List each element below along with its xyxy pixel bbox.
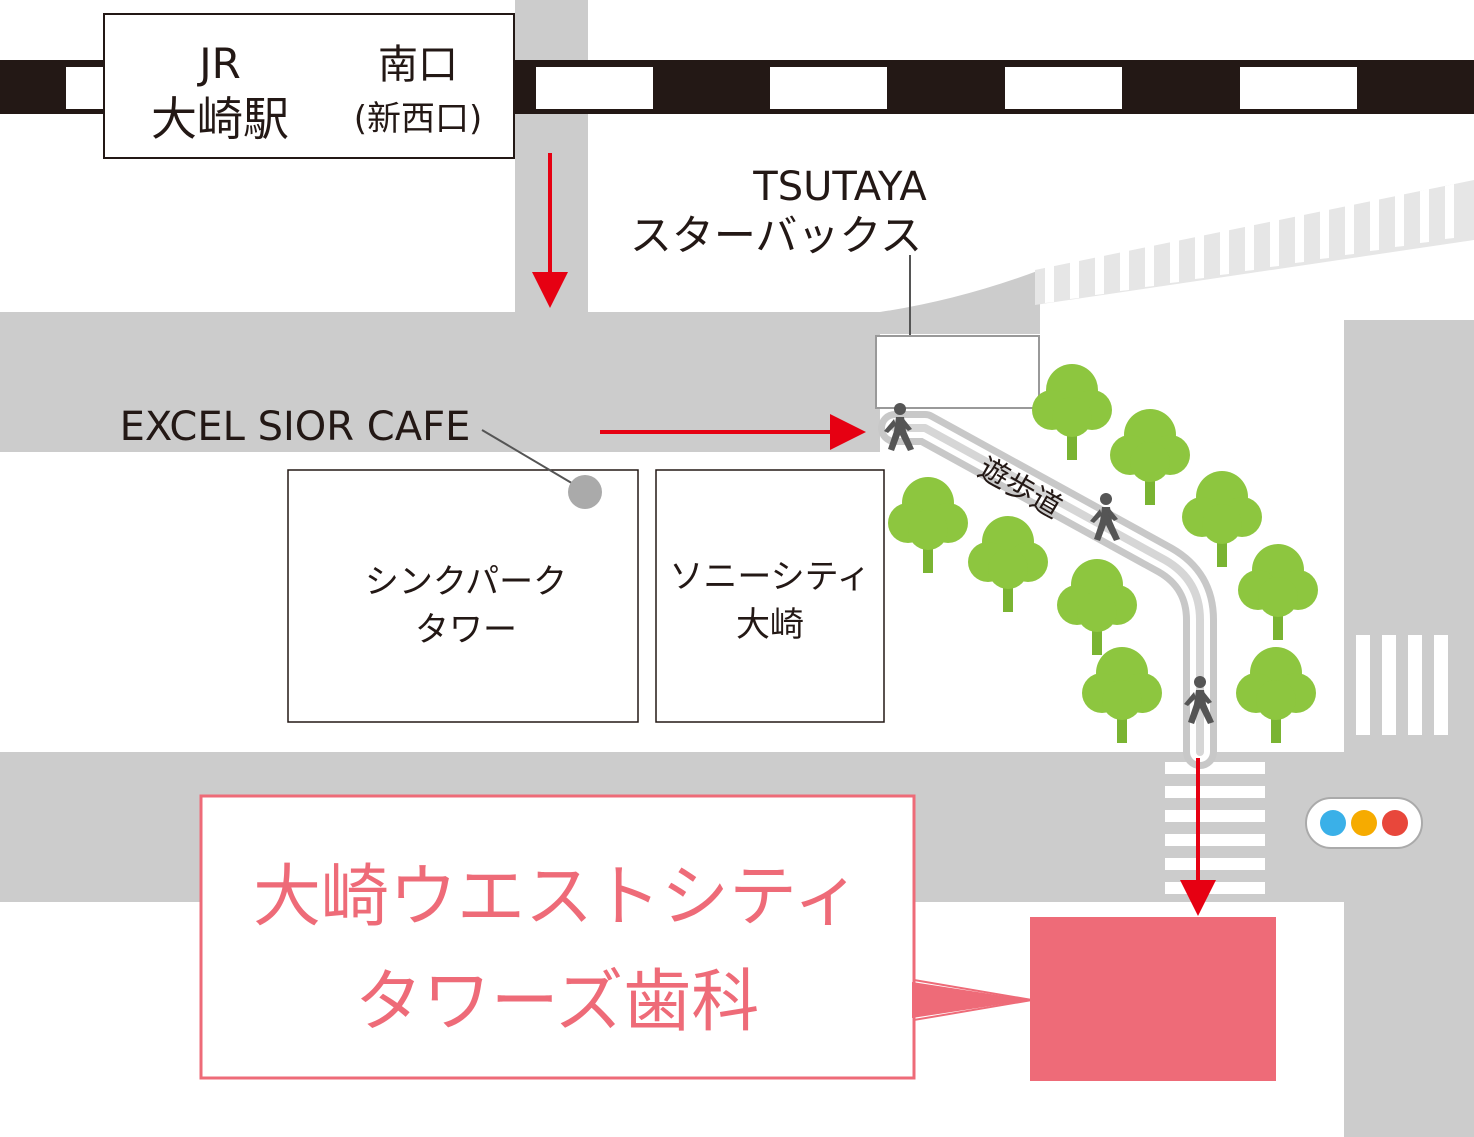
excelsior-cafe: EXCEL SIOR CAFE: [120, 404, 602, 509]
destination-building: [1030, 917, 1276, 1081]
upper-road: [0, 270, 1040, 452]
starbucks-label: スターバックス: [630, 211, 922, 260]
cafe-label: EXCEL SIOR CAFE: [120, 404, 471, 450]
sony-label-1: ソニーシティ: [669, 557, 870, 597]
station-box: JR 大崎駅 南口 (新西口): [103, 13, 515, 159]
thinkpark-tower: シンクパーク タワー: [287, 469, 639, 723]
route-arrows: [532, 153, 1216, 916]
promenade-path: [878, 411, 1217, 769]
tsutaya-starbucks: TSUTAYA スターバックス: [630, 164, 1040, 409]
destination-name-line1: 大崎ウエストシティ: [253, 858, 861, 937]
destination-callout: 大崎ウエストシティ タワーズ歯科: [199, 794, 1033, 1080]
exit-subname: (新西口): [354, 99, 483, 139]
tree-icon: [1082, 647, 1162, 743]
tree-icon: [1032, 364, 1112, 460]
tree-icon: [1236, 647, 1316, 743]
traffic-signal-icon: [1305, 797, 1423, 849]
tree-icon: [1057, 559, 1137, 655]
arrow-icon: [600, 414, 866, 450]
station-name: 大崎駅: [151, 92, 289, 146]
trees: [888, 364, 1318, 743]
sony-label-2: 大崎: [736, 605, 804, 645]
tsutaya-label: TSUTAYA: [752, 164, 927, 210]
tree-icon: [968, 516, 1048, 612]
striped-road-marks: [1045, 184, 1454, 303]
exit-name: 南口: [378, 42, 458, 88]
arrow-icon: [532, 153, 568, 308]
tree-icon: [1238, 544, 1318, 640]
tree-icon: [1110, 409, 1190, 505]
striped-road-section: [1035, 180, 1474, 305]
tree-icon: [888, 477, 968, 573]
sony-city-osaki: ソニーシティ 大崎: [655, 469, 885, 723]
thinkpark-label-2: タワー: [415, 610, 517, 650]
tsutaya-building: [875, 335, 1040, 409]
thinkpark-label-1: シンクパーク: [365, 562, 567, 602]
right-crosswalk: [1356, 635, 1448, 735]
tree-icon: [1182, 471, 1262, 567]
station-line-label: JR: [196, 39, 241, 88]
cafe-marker: [568, 475, 602, 509]
arrow-icon: [1180, 758, 1216, 916]
destination-name-line2: タワーズ歯科: [355, 963, 760, 1042]
